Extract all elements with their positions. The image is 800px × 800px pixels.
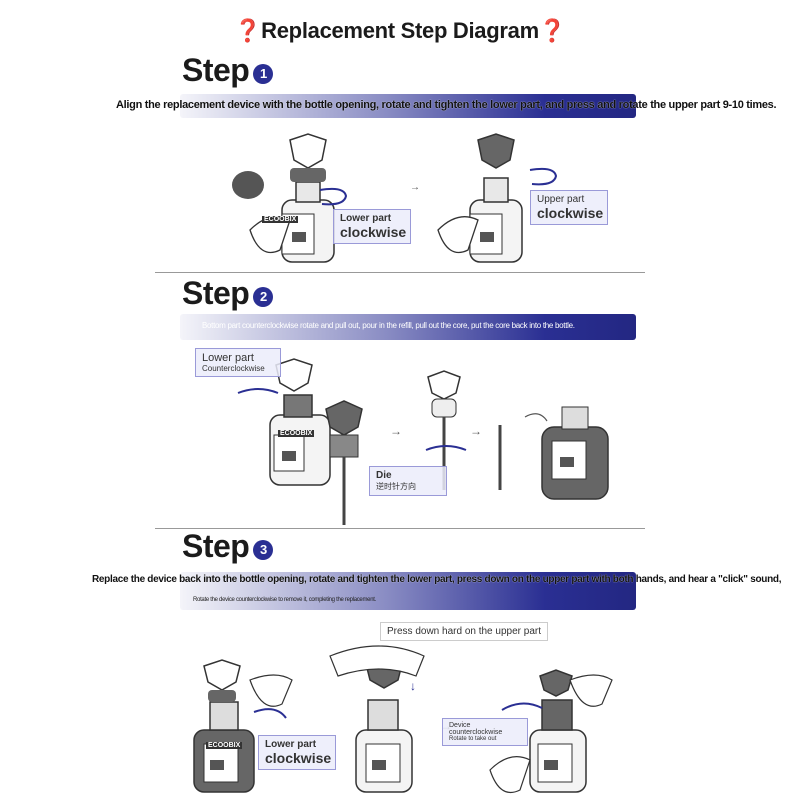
svg-text:↓: ↓ <box>410 679 416 693</box>
step-1-heading: Step 1 <box>182 52 274 89</box>
bottle-3a <box>193 659 255 793</box>
step-3-instruction: Replace the device back into the bottle … <box>92 574 782 585</box>
step-3-label-lower: Lower part clockwise <box>258 735 336 770</box>
step-3-number-badge: 3 <box>253 539 274 560</box>
step-2-illustration: → → <box>237 358 609 525</box>
step-2-heading: Step 2 <box>182 275 274 312</box>
step-2-banner <box>180 314 636 340</box>
step-2-label-die: Die 逆时针方向 <box>369 466 447 496</box>
step-2-instruction: Bottom part counterclockwise rotate and … <box>202 321 575 330</box>
divider-1 <box>155 272 645 273</box>
removed-cap <box>232 171 264 199</box>
step-3-word: Step <box>182 528 250 564</box>
step-3-instruction-2: Rotate the device counterclockwise to re… <box>193 597 376 603</box>
bottle-1 <box>281 133 335 263</box>
step-3-brand: ECOOBIX <box>206 742 243 749</box>
svg-text:→: → <box>390 424 402 438</box>
label-direction: Rotate to take out <box>449 736 497 742</box>
step-2-brand: ECOOBIX <box>278 430 315 437</box>
bottle-with-device <box>269 358 331 486</box>
step-3-banner <box>180 572 636 610</box>
step-2-number-badge: 2 <box>253 286 274 307</box>
label-direction: 逆时针方向 <box>376 482 416 491</box>
step-3-illustration: ↓ → <box>193 645 613 794</box>
label-direction: clockwise <box>340 224 407 240</box>
svg-text:→: → <box>470 424 482 438</box>
label-text: Lower part <box>340 213 392 224</box>
label-text: Device counterclockwise <box>449 722 503 736</box>
step-1-brand-a: ECOOBIX <box>262 216 299 223</box>
divider-2 <box>155 528 645 529</box>
label-text: Die <box>376 470 392 481</box>
step-1-illustration: → <box>232 133 558 263</box>
label-text: Lower part <box>202 352 254 364</box>
label-direction: Counterclockwise <box>202 364 265 373</box>
svg-text:→: → <box>410 182 420 193</box>
label-direction: clockwise <box>537 205 604 221</box>
step-1-label-lower: Lower part clockwise <box>333 209 411 244</box>
page-title: ❓Replacement Step Diagram❓ <box>234 18 566 43</box>
step-2-label-lower: Lower part Counterclockwise <box>195 348 281 377</box>
step-3-heading: Step 3 <box>182 528 274 565</box>
label-direction: clockwise <box>265 750 332 766</box>
step-1-label-upper: Upper part clockwise <box>530 190 608 225</box>
step-3-label-device: Device counterclockwise Rotate to take o… <box>442 718 528 746</box>
step-1-number-badge: 1 <box>253 63 274 84</box>
step-1-word: Step <box>182 52 250 88</box>
bottle-2 <box>469 133 523 263</box>
bottle-3b <box>355 657 413 793</box>
step-2-word: Step <box>182 275 250 311</box>
label-text: Upper part <box>537 194 585 205</box>
filled-bottle <box>541 406 609 500</box>
step-1-banner <box>180 94 636 118</box>
label-text: Lower part <box>265 739 317 750</box>
device-with-stick <box>325 400 363 525</box>
bottle-3c <box>529 669 587 793</box>
step-3-press-note: Press down hard on the upper part <box>380 622 548 641</box>
step-1-instruction: Align the replacement device with the bo… <box>116 99 777 111</box>
